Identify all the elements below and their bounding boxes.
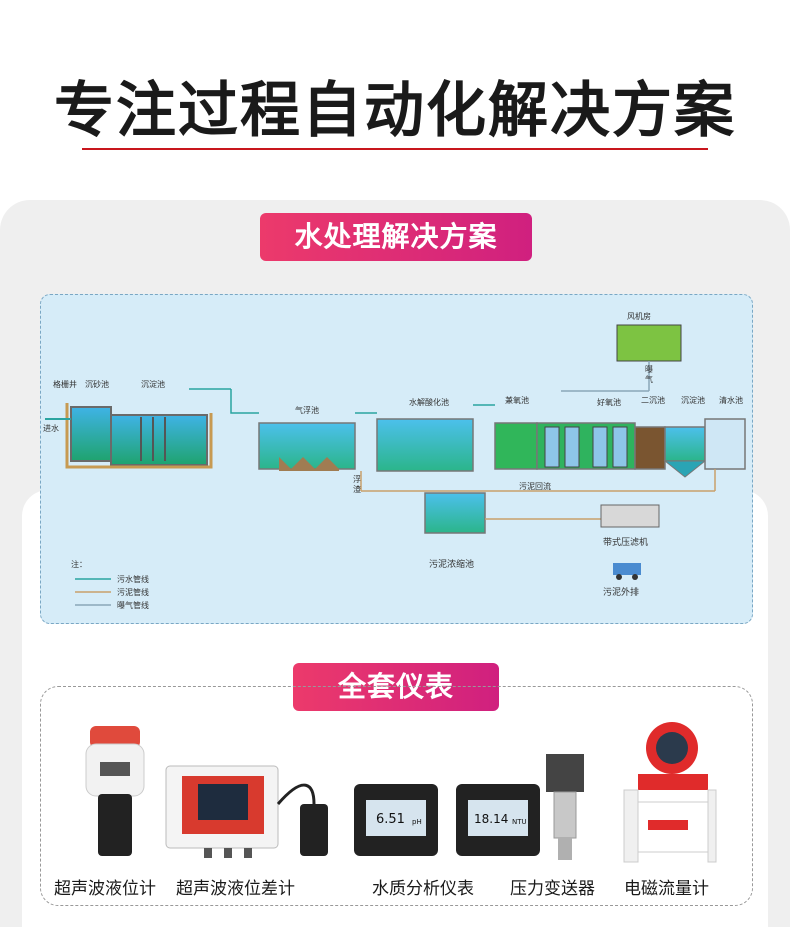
air-float-tank — [189, 388, 356, 471]
legend-sludge-line: 污泥管线 — [117, 588, 149, 597]
label-aeration: 曝气 — [645, 365, 653, 384]
label-sludge-return: 污泥回流 — [519, 482, 551, 491]
label-float-residue: 浮渣 — [353, 475, 361, 494]
label-air-float: 气浮池 — [295, 406, 319, 415]
label-sludge-out: 污泥外排 — [603, 588, 640, 598]
ph-value: 6.51 — [376, 812, 405, 827]
label-hydrolysis: 水解酸化池 — [409, 398, 449, 407]
label-grid-well: 格栅井 — [53, 380, 77, 389]
page-title: 专注过程自动化解决方案 — [54, 76, 736, 146]
label-secondary-settling: 二沉池 — [641, 396, 665, 405]
label-settling-tank-1: 沉淀池 — [141, 380, 165, 389]
label-grit-tank: 沉砂池 — [85, 380, 109, 389]
process-flow-drawing — [45, 324, 746, 606]
instrument-label-flowmeter: 电磁流量计 — [624, 879, 709, 899]
label-anoxic: 兼氧池 — [505, 396, 529, 405]
label-belt-press: 带式压滤机 — [603, 538, 649, 548]
legend-sewage-line: 污水管线 — [117, 575, 149, 584]
label-sludge-thickener: 污泥浓缩池 — [429, 560, 475, 570]
ultrasonic-level-difference-meter-image — [165, 765, 328, 858]
hydrolysis-tank — [355, 412, 474, 472]
biological-tanks — [473, 404, 746, 478]
instrument-label-water-quality: 水质分析仪表 — [372, 879, 474, 899]
instrument-label-ultrasonic-level: 超声波液位计 — [54, 879, 156, 899]
ph-unit: pH — [412, 818, 422, 826]
ph-analyzer-image — [354, 784, 438, 856]
legend-aeration-line: 曝气管线 — [117, 601, 149, 610]
ntu-value: 18.14 — [474, 812, 509, 826]
ultrasonic-level-meter-image — [85, 726, 145, 856]
label-settling-tank-2: 沉淀池 — [681, 396, 705, 405]
label-clear-water: 清水池 — [719, 396, 743, 405]
label-blower-room: 风机房 — [627, 312, 651, 321]
title-divider — [82, 148, 708, 150]
water-treatment-diagram: 格栅井 沉砂池 沉淀池 进水 气浮池 水解酸化池 兼氧池 好氧池 二沉池 沉淀池… — [40, 294, 753, 624]
blower-room — [561, 324, 682, 392]
turbidity-analyzer-image — [456, 784, 540, 856]
pressure-transmitter-image — [546, 754, 584, 860]
pretreatment-tanks — [45, 403, 213, 469]
instrument-label-ultrasonic-level-diff: 超声波液位差计 — [176, 879, 295, 899]
sludge-lines — [360, 469, 716, 580]
label-aerobic: 好氧池 — [597, 398, 621, 407]
instrument-label-pressure: 压力变送器 — [510, 879, 595, 899]
label-inlet: 进水 — [43, 424, 59, 433]
legend-title: 注： — [71, 560, 87, 569]
ntu-unit: NTU — [512, 818, 527, 826]
electromagnetic-flowmeter-image — [623, 722, 717, 863]
water-treatment-heading: 水处理解决方案 — [260, 213, 532, 261]
instruments-box — [40, 686, 753, 906]
